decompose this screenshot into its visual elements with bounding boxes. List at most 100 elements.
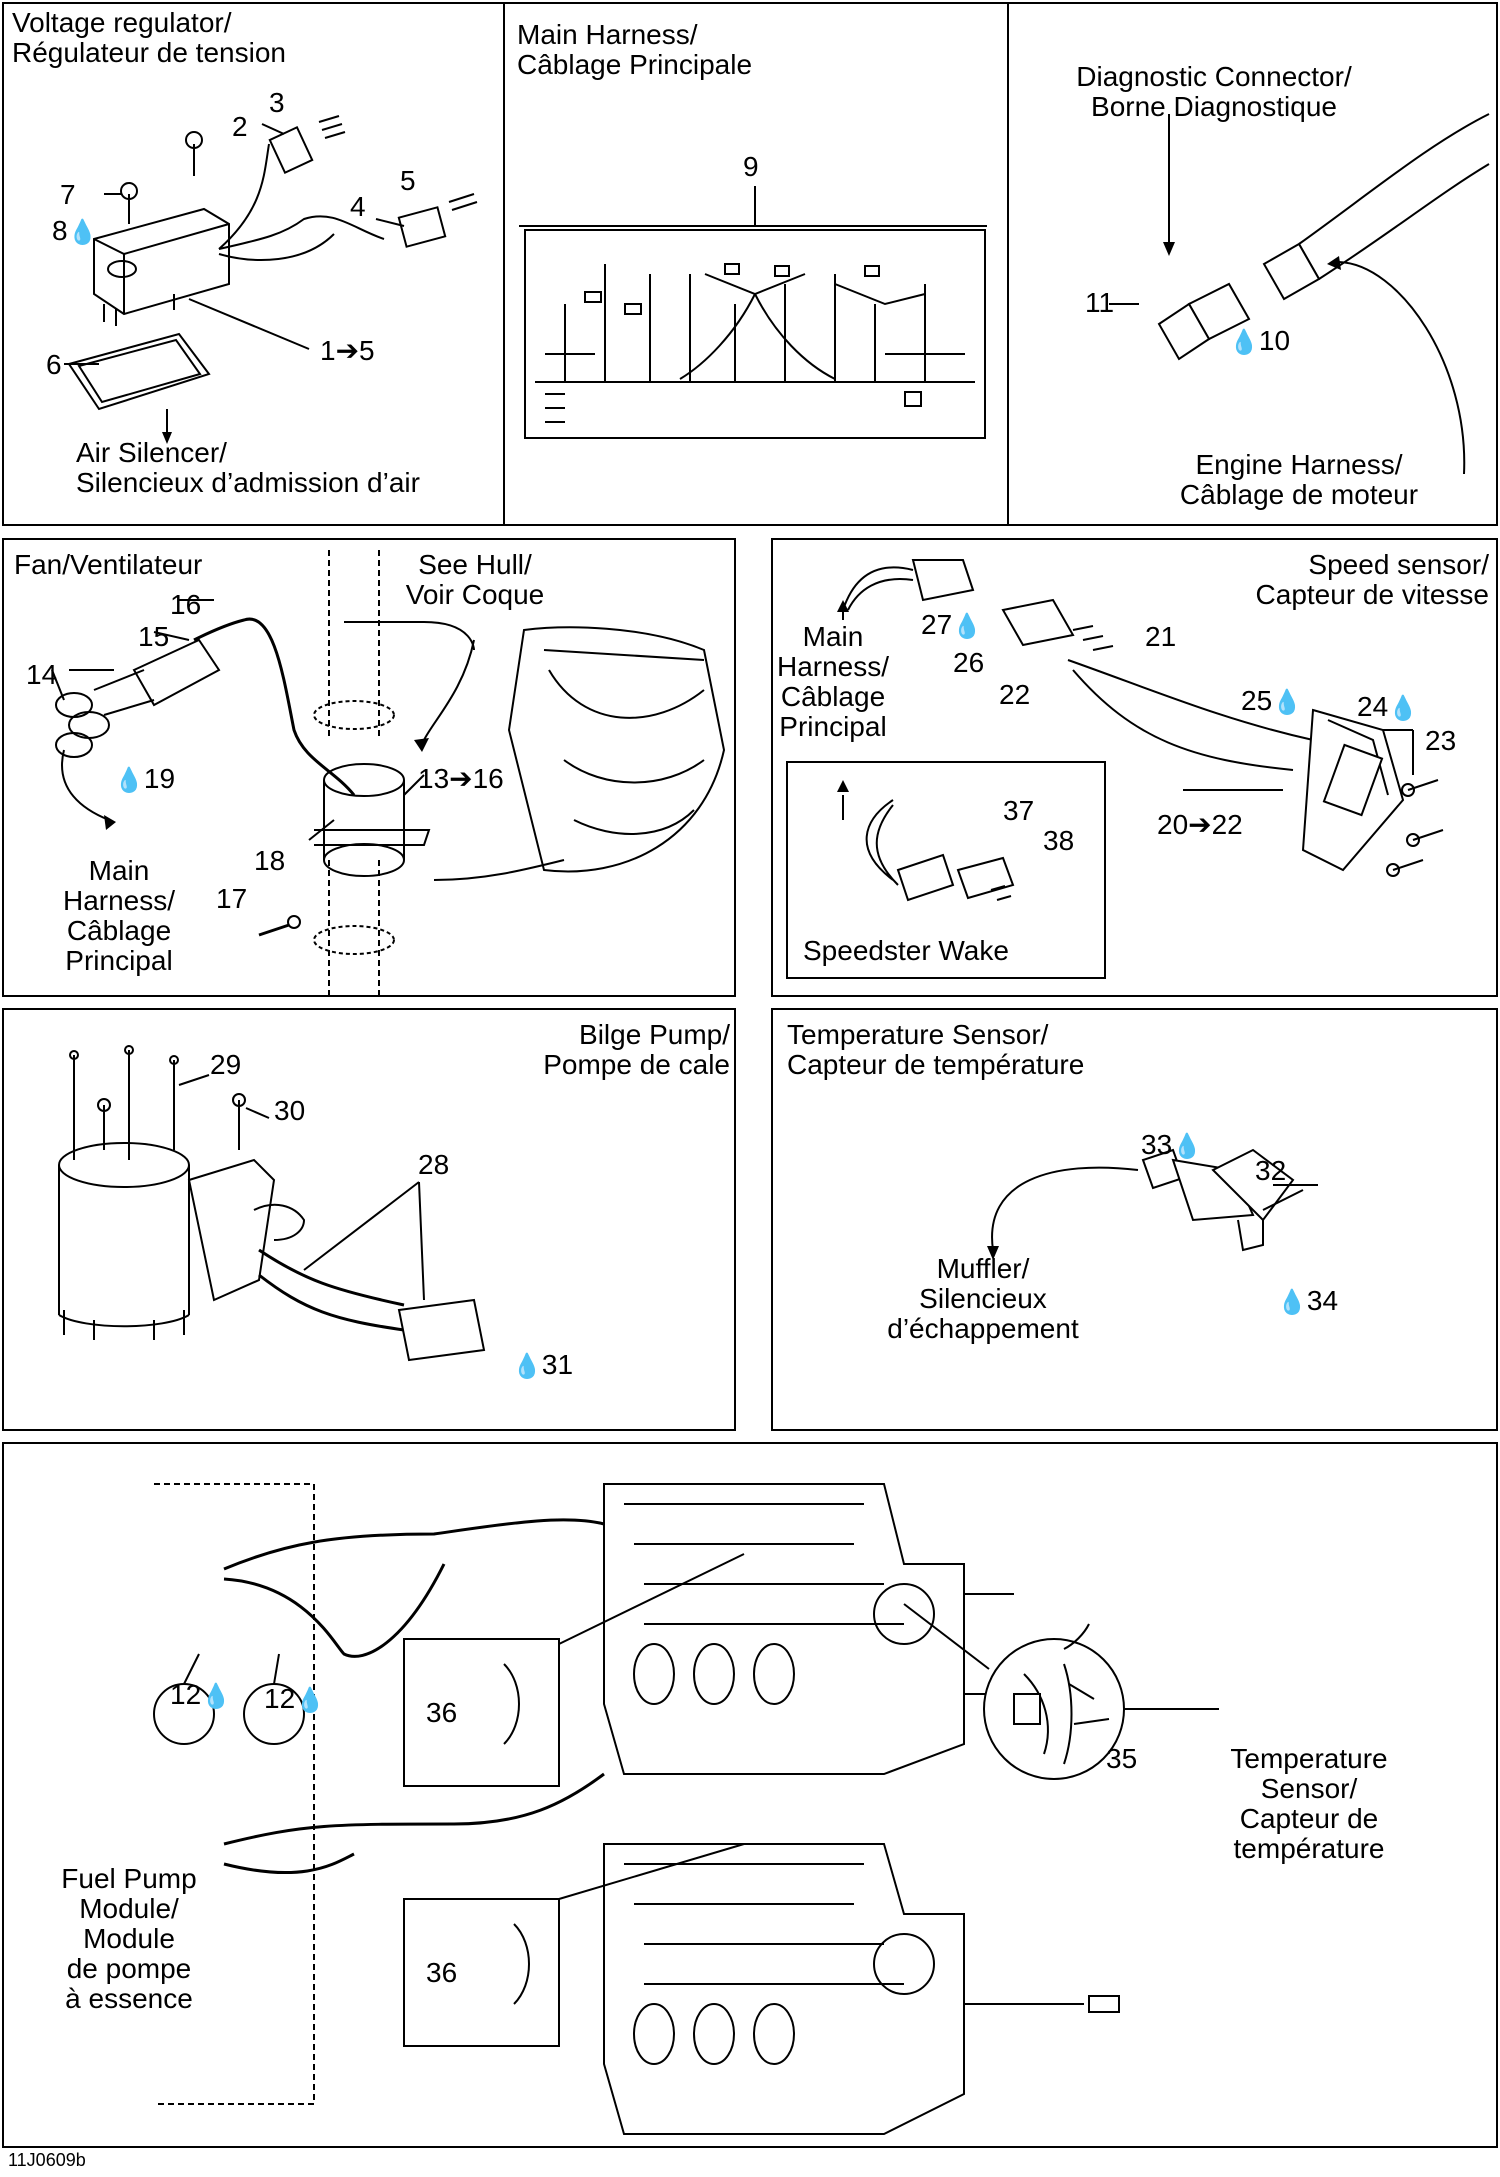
panel-main-harness: Main Harness/ Câblage Principale 9 — [503, 2, 1009, 526]
callout-5: 5 — [400, 165, 416, 196]
callout-27-label: 27 — [921, 609, 953, 640]
callout-12b: 12💧 — [264, 1684, 325, 1716]
callout-26: 26 — [953, 647, 985, 678]
diagnostic-title-fr: Borne Diagnostique — [1091, 91, 1337, 122]
fan-title: Fan/Ventilateur — [14, 549, 203, 580]
speed-main-harness-4: Principal — [779, 711, 887, 742]
muffler-label-2: Silencieux — [919, 1283, 1047, 1314]
diagnostic-title-en: Diagnostic Connector/ — [1076, 61, 1352, 92]
engine-harness-label-en: Engine Harness/ — [1195, 449, 1403, 480]
voltage-regulator-drawing — [64, 115, 478, 444]
fan-drawing — [51, 550, 726, 995]
callout-31-label: 31 — [541, 1349, 574, 1380]
callout-4: 4 — [350, 191, 366, 222]
callout-14: 14 — [26, 659, 58, 690]
drop-icon: 💧 — [952, 613, 983, 640]
callout-10-label: 10 — [1258, 325, 1291, 356]
callout-18: 18 — [254, 845, 286, 876]
diagnostic-drawing — [1109, 113, 1490, 475]
bilge-pump-title-en: Bilge Pump/ — [579, 1019, 730, 1050]
engine-temp-label-1: Temperature — [1230, 1743, 1388, 1774]
speed-main-harness-2: Harness/ — [776, 651, 890, 682]
callout-19: 💧19 — [114, 764, 175, 796]
drop-icon: 💧 — [1272, 689, 1303, 716]
callout-9: 9 — [743, 151, 759, 182]
engine-temp-label-2: Sensor/ — [1260, 1773, 1358, 1804]
callout-35: 35 — [1106, 1743, 1138, 1774]
callout-7: 7 — [60, 179, 76, 210]
callout-34-label: 34 — [1306, 1285, 1339, 1316]
fuel-pump-label-5: à essence — [65, 1983, 193, 2014]
panel-voltage-regulator: Voltage regulator/ Régulateur de tension — [2, 2, 505, 526]
air-silencer-label-en: Air Silencer/ — [76, 437, 227, 468]
callout-8-label: 8 — [52, 215, 68, 246]
callout-29: 29 — [210, 1049, 242, 1080]
callout-25-label: 25 — [1241, 685, 1273, 716]
speedster-wake-label: Speedster Wake — [803, 935, 1009, 966]
panel-diagnostic: Diagnostic Connector/ Borne Diagnostique… — [1007, 2, 1498, 526]
callout-12a-label: 12 — [170, 1679, 202, 1710]
callout-38: 38 — [1043, 825, 1075, 856]
callout-20-22: 20➔22 — [1157, 809, 1243, 840]
speed-sensor-title-en: Speed sensor/ — [1308, 549, 1489, 580]
callout-28: 28 — [418, 1149, 450, 1180]
callout-17: 17 — [216, 883, 248, 914]
drop-icon: 💧 — [114, 767, 144, 794]
fuel-pump-label-3: Module — [83, 1923, 175, 1954]
diagram-code: 11J0609b — [8, 2150, 86, 2170]
panel-bilge-pump: Bilge Pump/ Pompe de cale 29 30 28 — [2, 1008, 736, 1431]
panel-fan: Fan/Ventilateur See Hull/ Voir Coque — [2, 538, 736, 997]
main-harness-title-fr: Câblage Principale — [517, 49, 753, 80]
callout-21: 21 — [1145, 621, 1177, 652]
fuel-pump-label-1: Fuel Pump — [61, 1863, 197, 1894]
panel-temperature-sensor: Temperature Sensor/ Capteur de températu… — [771, 1008, 1498, 1431]
callout-34: 💧34 — [1277, 1286, 1338, 1318]
fan-main-harness-4: Principal — [65, 945, 173, 976]
temperature-drawing — [987, 1148, 1318, 1260]
drop-icon: 💧 — [1172, 1133, 1203, 1160]
drop-icon: 💧 — [1388, 695, 1419, 722]
panel-engine: 12💧 12💧 36 36 35 Fuel Pump Module/ Modul… — [2, 1442, 1498, 2148]
main-harness-drawing — [519, 186, 987, 439]
callout-10: 💧10 — [1229, 326, 1290, 358]
drop-icon: 💧 — [67, 219, 98, 246]
see-hull-label-en: See Hull/ — [418, 549, 532, 580]
callout-2: 2 — [232, 111, 248, 142]
callout-6: 6 — [46, 349, 62, 380]
muffler-label-3: d’échappement — [887, 1313, 1079, 1344]
callout-13-16: 13➔16 — [418, 763, 504, 794]
speed-sensor-title-fr: Capteur de vitesse — [1255, 579, 1489, 610]
callout-15: 15 — [138, 621, 170, 652]
callout-32: 32 — [1255, 1155, 1287, 1186]
callout-36a: 36 — [426, 1697, 458, 1728]
callout-24-label: 24 — [1357, 691, 1389, 722]
temperature-title-en: Temperature Sensor/ — [787, 1019, 1049, 1050]
callout-27: 27💧 — [921, 610, 982, 642]
drop-icon: 💧 — [1277, 1289, 1307, 1316]
callout-24: 24💧 — [1357, 692, 1418, 724]
callout-16: 16 — [170, 589, 202, 620]
fan-main-harness-1: Main — [88, 855, 150, 886]
air-silencer-label-fr: Silencieux d’admission d’air — [76, 467, 420, 498]
callout-1-5: 1➔5 — [320, 335, 375, 366]
callout-3: 3 — [269, 87, 285, 118]
fan-main-harness-2: Harness/ — [62, 885, 176, 916]
callout-31: 💧31 — [512, 1350, 573, 1382]
callout-12a: 12💧 — [170, 1680, 231, 1712]
drop-icon: 💧 — [201, 1683, 232, 1710]
bilge-pump-title-fr: Pompe de cale — [543, 1049, 730, 1080]
callout-33: 33💧 — [1141, 1130, 1202, 1162]
bilge-pump-drawing — [58, 1045, 486, 1362]
callout-22: 22 — [999, 679, 1031, 710]
drop-icon: 💧 — [512, 1353, 542, 1380]
callout-25: 25💧 — [1241, 686, 1302, 718]
engine-temp-label-4: température — [1233, 1833, 1385, 1864]
panel-speed-sensor: Speed sensor/ Capteur de vitesse — [771, 538, 1498, 997]
speed-sensor-drawing — [786, 559, 1444, 979]
engine-harness-label-fr: Câblage de moteur — [1179, 479, 1419, 510]
fuel-pump-label-2: Module/ — [79, 1893, 179, 1924]
temperature-title-fr: Capteur de température — [787, 1049, 1085, 1080]
callout-33-label: 33 — [1141, 1129, 1173, 1160]
drop-icon: 💧 — [295, 1687, 326, 1714]
callout-8: 8💧 — [52, 216, 97, 248]
